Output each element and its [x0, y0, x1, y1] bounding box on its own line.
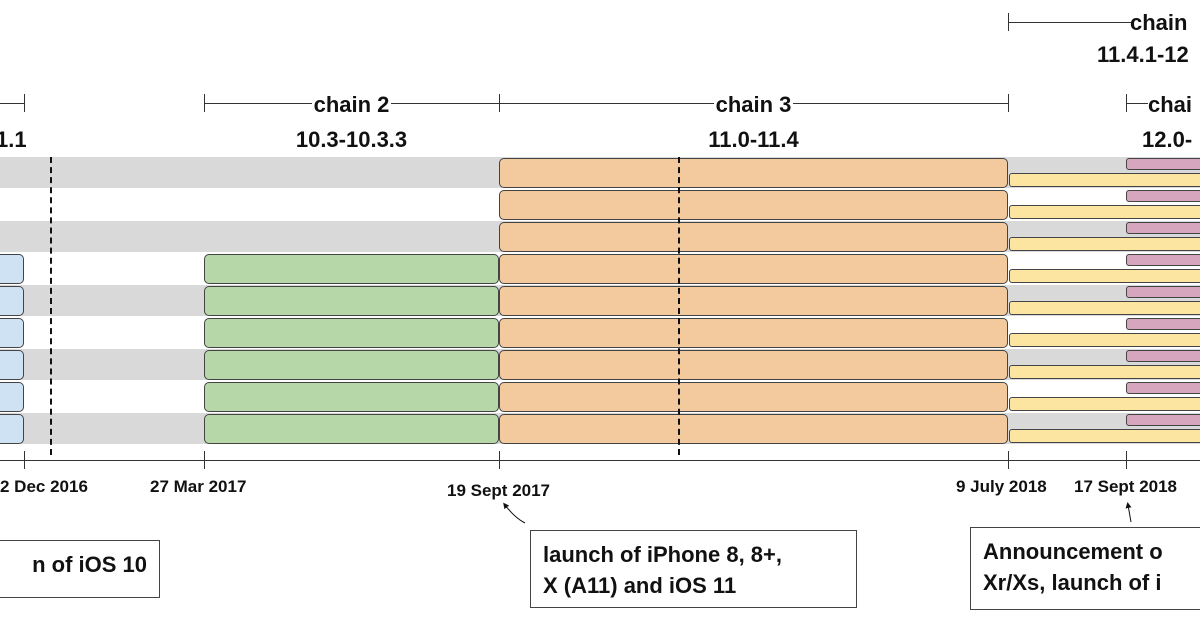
chain-3-bar: [499, 254, 1008, 284]
date-label: 27 Mar 2017: [150, 477, 247, 496]
chain-4-bar: [1009, 205, 1200, 219]
chain-1-bar: [0, 414, 24, 444]
callout-ios10: n of iOS 10: [0, 540, 160, 598]
chain-5-bar: [1126, 158, 1200, 170]
chain-4-bar: [1009, 333, 1200, 347]
chain-4-bar: [1009, 237, 1200, 251]
chain-3-bar: [499, 414, 1008, 444]
chain-4-bar: [1009, 269, 1200, 283]
bracket-end: [204, 94, 205, 112]
chain-5-bar: [1126, 222, 1200, 234]
chain-5-label: chai: [1148, 92, 1193, 117]
chain-2-bar: [204, 382, 499, 412]
axis-tick: [1008, 451, 1009, 469]
chain-2-label: chain 2: [311, 92, 392, 117]
chain-2-range: 10.3-10.3.3: [295, 127, 408, 152]
chain-4-bar: [1009, 173, 1200, 187]
chain-1-bar: [0, 350, 24, 380]
chain-5-bar: [1126, 190, 1200, 202]
bracket-end: [1008, 94, 1009, 112]
date-label: 9 July 2018: [956, 477, 1047, 496]
date-label: 19 Sept 2017: [447, 481, 551, 500]
chain-1-bar: [0, 318, 24, 348]
chain-3-bar: [499, 350, 1008, 380]
chain-5-bar: [1126, 414, 1200, 426]
chain-2-bar: [204, 286, 499, 316]
time-axis: [0, 460, 1200, 461]
bracket-end: [1008, 13, 1009, 31]
axis-tick: [1126, 451, 1127, 469]
chain-1-bar: [0, 286, 24, 316]
chain-1-range: 1.1: [0, 127, 27, 152]
date-label: 17 Sept 2018: [1074, 477, 1178, 496]
chain-4-bracket: [1008, 22, 1133, 23]
dashed-marker: [678, 157, 680, 455]
callout-text: Xr/Xs, launch of i: [983, 570, 1162, 595]
chain-4-range: 11.4.1-12: [1097, 42, 1189, 67]
chain-3-bar: [499, 158, 1008, 188]
chain-3-label: chain 3: [713, 92, 794, 117]
callout-ios12: Announcement o Xr/Xs, launch of i: [970, 527, 1200, 610]
chain-5-bar: [1126, 286, 1200, 298]
callout-text: launch of iPhone 8, 8+,: [543, 542, 782, 567]
chain-2-bar: [204, 350, 499, 380]
chain-1-bracket: [0, 103, 24, 104]
chain-3-range: 11.0-11.4: [708, 127, 799, 152]
chain-1-bar: [0, 254, 24, 284]
chain-4-label: chain: [1130, 10, 1188, 35]
axis-tick: [24, 451, 25, 469]
chain-5-bar: [1126, 350, 1200, 362]
chain-5-bar: [1126, 382, 1200, 394]
date-label: 2 Dec 2016: [0, 477, 88, 496]
dashed-marker: [50, 157, 52, 455]
chain-3-bar: [499, 222, 1008, 252]
axis-tick: [499, 451, 500, 469]
callout-text: Announcement o: [983, 539, 1163, 564]
chain-5-bar: [1126, 254, 1200, 266]
callout-text: X (A11) and iOS 11: [543, 573, 737, 598]
chain-4-bar: [1009, 365, 1200, 379]
chain-2-bar: [204, 318, 499, 348]
bracket-end: [24, 94, 25, 112]
callout-ios11: launch of iPhone 8, 8+, X (A11) and iOS …: [530, 530, 857, 608]
chain-3-bar: [499, 318, 1008, 348]
chain-4-bar: [1009, 429, 1200, 443]
axis-tick: [204, 451, 205, 469]
chain-5-bracket: [1126, 103, 1148, 104]
callout-text: n of iOS 10: [32, 552, 147, 577]
chain-3-bar: [499, 286, 1008, 316]
chain-4-bar: [1009, 397, 1200, 411]
chain-2-bar: [204, 254, 499, 284]
bracket-end: [1126, 94, 1127, 112]
chain-2-bar: [204, 414, 499, 444]
chain-4-bar: [1009, 301, 1200, 315]
chain-1-bar: [0, 382, 24, 412]
chain-5-range: 12.0-: [1142, 127, 1193, 152]
chain-3-bar: [499, 382, 1008, 412]
chain-5-bar: [1126, 318, 1200, 330]
chain-3-bar: [499, 190, 1008, 220]
